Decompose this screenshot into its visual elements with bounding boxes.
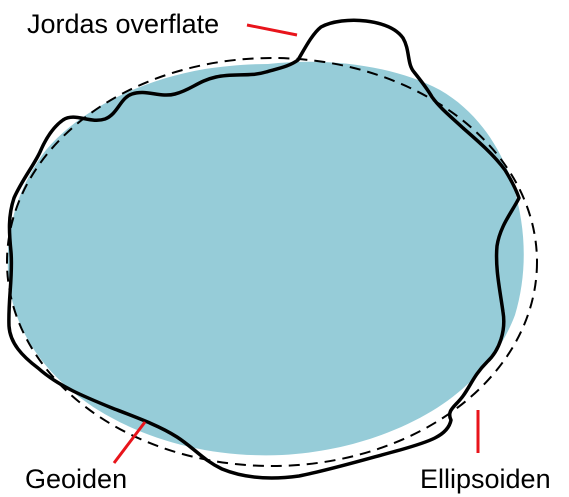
- ellipsoid-label: Ellipsoiden: [420, 464, 551, 494]
- earth-surface-label: Jordas overflate: [27, 9, 219, 39]
- earth-surface-leader: [247, 25, 297, 35]
- geoid-label: Geoiden: [25, 464, 127, 494]
